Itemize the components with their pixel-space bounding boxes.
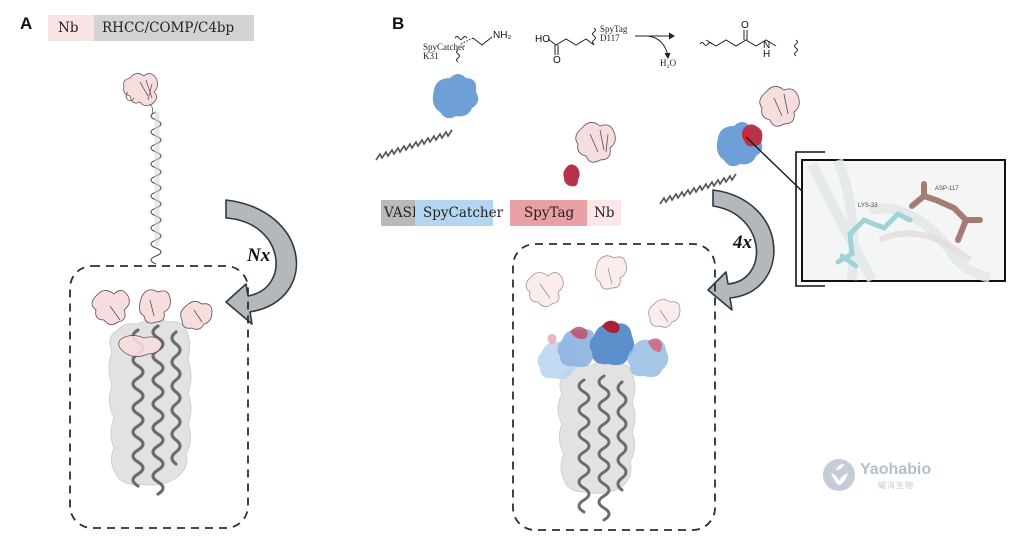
watermark-logo (822, 458, 856, 496)
callout-line (745, 136, 804, 193)
spytag-surface-b2 (742, 124, 763, 147)
curved-arrow-icon (225, 199, 298, 325)
dashed-box-b (512, 243, 716, 531)
vasp-segment: VASP (381, 200, 421, 226)
hydroxyl-group-label: HO (535, 34, 550, 45)
watermark-brand-cn: 耀海生物 (878, 481, 914, 490)
spytag-segment: SpyTag (510, 200, 587, 226)
product-carbonyl-label: O (741, 20, 749, 31)
oligomer-surface-a (108, 318, 192, 496)
carbonyl-o-label: O (553, 55, 561, 66)
nanobody-b2 (759, 86, 800, 127)
spycatcher-name-label: SpyCatcher (423, 42, 465, 52)
spytag-residue-label: D117 (600, 33, 620, 43)
nanobody-cartoon-a (123, 73, 158, 115)
spycatcher-segment: SpyCatcher (415, 200, 503, 226)
nanobody-spytag-b (563, 122, 616, 187)
vasp-helix-b2 (659, 173, 737, 205)
lys-residue-stick (835, 210, 913, 269)
nanobody-cluster-b (525, 255, 681, 328)
spycatcher-surface-b1 (432, 74, 479, 119)
wavy-bond-icon (454, 36, 468, 40)
spytag-surface-b (563, 164, 580, 187)
water-byproduct-label: H₂O (660, 58, 677, 68)
nb-segment-b: Nb (587, 200, 621, 226)
lys-residue-label: LYS-33 (858, 203, 878, 209)
panel-a-multiplier: Nx (247, 245, 271, 266)
spycatcher-residue-label: K31 (423, 51, 439, 61)
product-amide-h-label: H (763, 49, 771, 60)
spytag-name-label: SpyTag (600, 24, 628, 34)
asp-residue-stick (909, 181, 983, 243)
scaffold-segment: RHCC/COMP/C4bp (94, 15, 254, 41)
nanobody-cluster-a (91, 289, 213, 357)
nb-segment: Nb (48, 15, 94, 41)
asp-residue-label: ASP-117 (935, 186, 959, 192)
helix-a (150, 111, 162, 265)
tetramer-surface-b (557, 360, 636, 522)
curved-arrow-icon-b (707, 189, 775, 311)
watermark-brand: Yaohabio (860, 461, 932, 478)
panel-a-letter: A (20, 14, 33, 33)
panel-b-letter: B (392, 14, 405, 33)
spycatcher-ring-b (537, 320, 669, 380)
amine-group-label: NH₂ (493, 30, 512, 41)
panel-b-multiplier: 4x (733, 232, 752, 253)
vasp-helix-b1 (375, 129, 453, 161)
watermark-leaf-icon (823, 459, 855, 491)
product-amide-n-label: N (763, 40, 771, 51)
inset-bracket (795, 151, 825, 287)
